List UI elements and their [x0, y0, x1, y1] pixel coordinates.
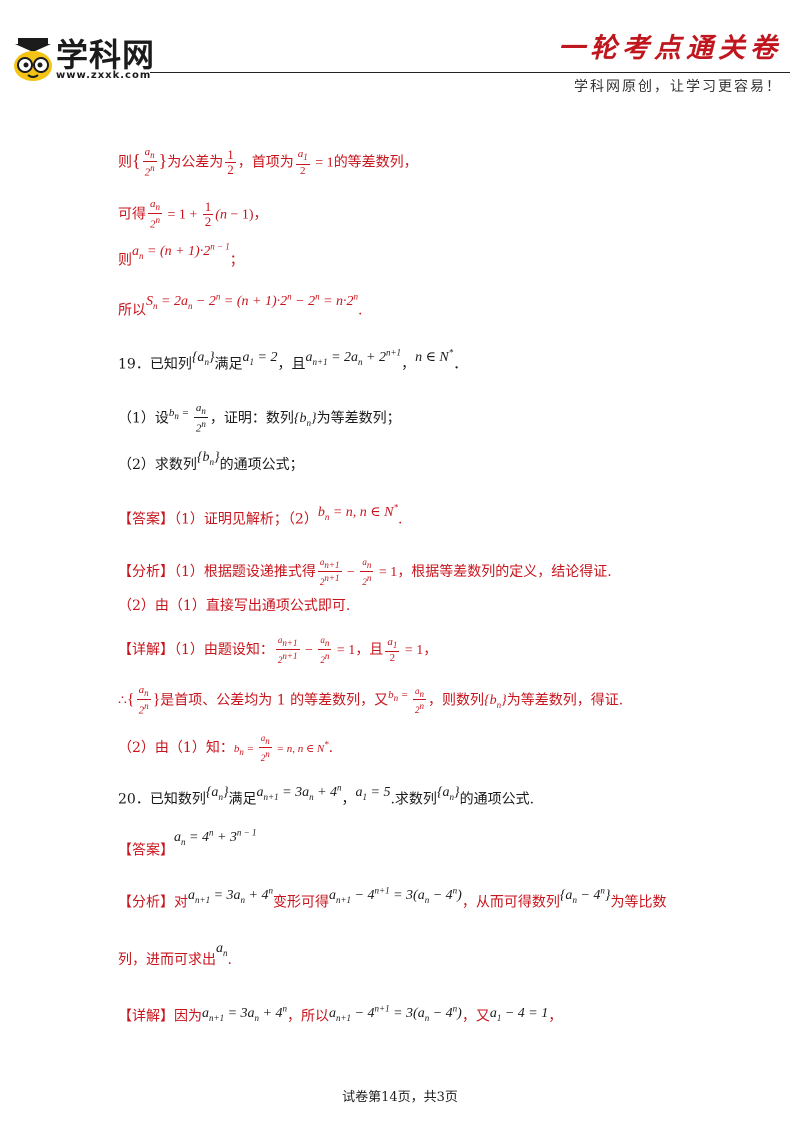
question-20-analysis: 【分析】对an+1 = 3an + 4n变形可得an+1 − 4n+1 = 3(…	[118, 885, 667, 911]
question-19-analysis-2: （2）由（1）直接写出通项公式即可.	[118, 598, 351, 614]
logo-url: www.zxxk.com	[56, 70, 152, 81]
owl-mascot-icon	[14, 38, 52, 81]
question-19-answer: 【答案】（1）证明见解析；（2）bn = n, n ∈ N*.	[118, 502, 403, 528]
question-20-detail: 【详解】因为an+1 = 3an + 4n，所以an+1 − 4n+1 = 3(…	[118, 1003, 563, 1025]
page-footer: 试卷第14页，共3页	[342, 1090, 458, 1105]
question-19-stem: 19．已知列{an}满足a1 = 2，且an+1 = 2an + 2n+1，n …	[118, 347, 468, 373]
question-20-analysis-2: 列，进而可求出an.	[118, 941, 232, 968]
text-line: 则an = (n + 1)·2n − 1；	[118, 241, 244, 269]
brand-title: 一轮考点通关卷	[558, 33, 782, 64]
question-19-part-2: （2）求数列{bn}的通项公式；	[118, 450, 304, 473]
question-20-stem: 20．已知数列{an}满足an+1 = 3an + 4n，a1 = 5.求数列{…	[118, 782, 535, 808]
brand-slogan: 学科网原创，让学习更容易！	[574, 79, 782, 95]
text-line: 所以Sn = 2an − 2n = (n + 1)·2n − 2n = n·2n…	[118, 291, 363, 319]
logo-text: 学科网	[56, 36, 156, 74]
header-divider	[150, 72, 790, 73]
page-header: 学科网 www.zxxk.com 一轮考点通关卷 学科网原创，让学习更容易！	[0, 0, 800, 100]
question-20-answer: 【答案】an = 4n + 3n − 1	[118, 827, 257, 859]
